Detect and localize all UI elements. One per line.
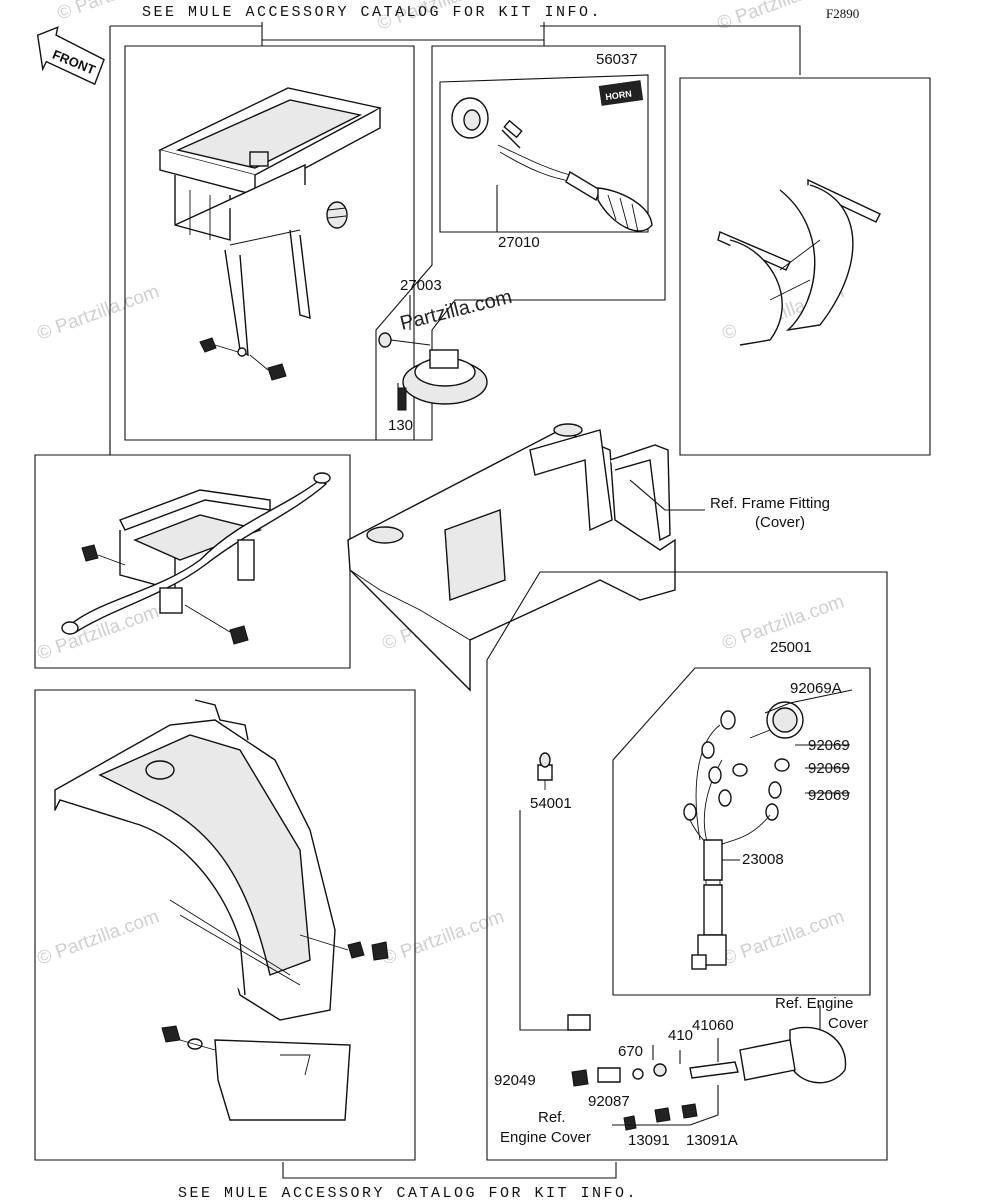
label-ref-frame-fitting: Ref. Frame Fitting — [710, 495, 830, 512]
label-92087: 92087 — [588, 1093, 630, 1110]
guard-drawing — [717, 178, 881, 346]
label-92069: 92069 — [808, 787, 850, 804]
label-130: 130 — [388, 417, 413, 434]
label-410: 410 — [668, 1027, 693, 1044]
frame-meter — [486, 571, 888, 1161]
label-13091: 13091 — [628, 1132, 670, 1149]
front-arrow: FRONT — [36, 26, 105, 86]
bottom-note: SEE MULE ACCESSORY CATALOG FOR KIT INFO. — [178, 1185, 638, 1200]
watermark: © Partzilla.com — [380, 906, 507, 970]
label-engine-cover: Engine Cover — [500, 1129, 591, 1146]
horn-decal-text: HORN — [605, 89, 633, 103]
frame-rack — [34, 454, 351, 669]
top-note: SEE MULE ACCESSORY CATALOG FOR KIT INFO. — [142, 4, 602, 21]
frame-cover-drawing — [347, 423, 676, 692]
frame-fender — [34, 689, 416, 1161]
label-92069: 92069 — [808, 760, 850, 777]
horn-kit-drawing: HORN — [378, 80, 653, 411]
rear-basket-drawing — [157, 87, 383, 381]
label-ref-engine-cover: Cover — [828, 1015, 868, 1032]
watermark: © Partzilla.com — [35, 906, 162, 970]
label-ref-frame-cover: (Cover) — [755, 514, 805, 531]
label-25001: 25001 — [770, 639, 812, 656]
figure-code: F2890 — [826, 6, 859, 21]
front-rack-drawing — [61, 472, 331, 645]
label-13091A: 13091A — [686, 1132, 738, 1149]
watermark: © Partzilla.com — [715, 0, 842, 35]
label-56037: 56037 — [596, 51, 638, 68]
frame-guard — [679, 77, 931, 456]
part-labels: 56037 27010 27003 130 Ref. Frame Fitting… — [388, 51, 868, 1149]
meter-kit-drawing — [537, 701, 847, 1131]
label-670: 670 — [618, 1043, 643, 1060]
label-92069: 92069 — [808, 737, 850, 754]
label-ref: Ref. — [538, 1109, 566, 1126]
label-41060: 41060 — [692, 1017, 734, 1034]
label-27003: 27003 — [400, 277, 442, 294]
label-92049: 92049 — [494, 1072, 536, 1089]
watermark: © Partzilla.com — [720, 906, 847, 970]
label-ref-engine: Ref. Engine — [775, 995, 853, 1012]
label-23008: 23008 — [742, 851, 784, 868]
label-27010: 27010 — [498, 234, 540, 251]
watermark: © Partzilla.com — [35, 281, 162, 345]
label-54001: 54001 — [530, 795, 572, 812]
rear-fender-drawing — [54, 699, 389, 1121]
label-92069A: 92069A — [790, 680, 842, 697]
